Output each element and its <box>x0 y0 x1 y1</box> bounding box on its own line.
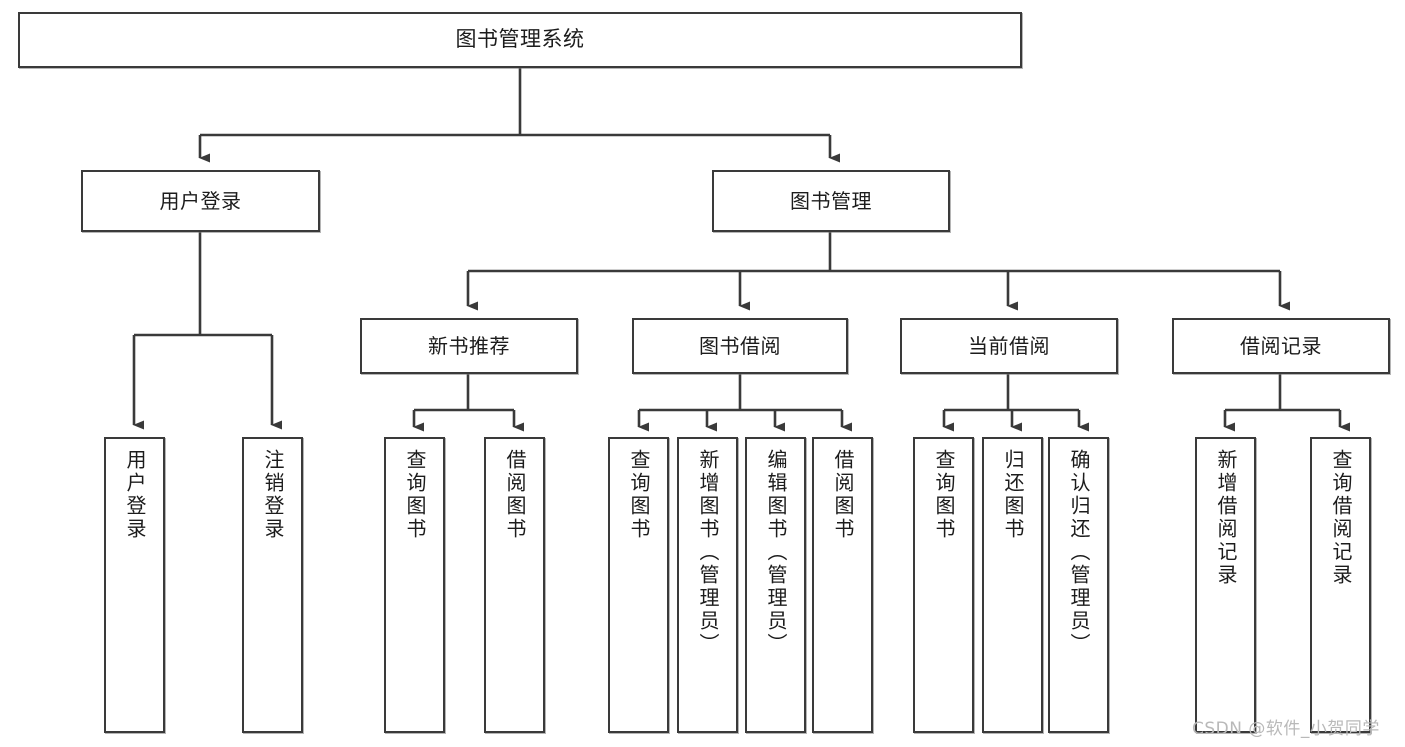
node-label: 借阅图书 <box>503 449 527 541</box>
node-label: 用户登录 <box>159 188 242 213</box>
leaf-user-login-login[interactable]: 用户登录 <box>104 437 165 733</box>
leaf-new-book-query[interactable]: 查询图书 <box>384 437 445 733</box>
node-label: 用户登录 <box>123 449 147 541</box>
leaf-user-login-logout[interactable]: 注销登录 <box>242 437 303 733</box>
node-user-login[interactable]: 用户登录 <box>81 170 320 232</box>
node-label: 新增借阅记录 <box>1214 449 1238 587</box>
node-label: 图书借阅 <box>699 333 781 358</box>
leaf-current-borrow-return[interactable]: 归还图书 <box>982 437 1043 733</box>
node-label: 借阅图书 <box>831 449 855 541</box>
leaf-book-borrow-query[interactable]: 查询图书 <box>608 437 669 733</box>
leaf-book-borrow-borrow[interactable]: 借阅图书 <box>812 437 873 733</box>
node-label: 借阅记录 <box>1240 333 1322 358</box>
node-label: 注销登录 <box>261 449 285 541</box>
node-label: 确认归还（管理员） <box>1067 449 1091 656</box>
node-book-borrow[interactable]: 图书借阅 <box>632 318 848 374</box>
node-label: 编辑图书（管理员） <box>764 449 788 656</box>
leaf-new-book-borrow[interactable]: 借阅图书 <box>484 437 545 733</box>
node-current-borrow[interactable]: 当前借阅 <box>900 318 1118 374</box>
csdn-watermark: CSDN @软件_小贺同学 <box>1192 719 1380 739</box>
node-label: 图书管理 <box>790 188 872 213</box>
node-label: 新增图书（管理员） <box>696 449 720 656</box>
leaf-current-borrow-confirm-return[interactable]: 确认归还（管理员） <box>1048 437 1109 733</box>
node-label: 图书管理系统 <box>455 27 585 52</box>
node-borrow-record[interactable]: 借阅记录 <box>1172 318 1390 374</box>
node-label: 查询图书 <box>932 449 956 541</box>
node-label: 当前借阅 <box>968 333 1050 358</box>
leaf-book-borrow-edit[interactable]: 编辑图书（管理员） <box>745 437 806 733</box>
node-label: 新书推荐 <box>428 333 510 358</box>
leaf-book-borrow-add[interactable]: 新增图书（管理员） <box>677 437 738 733</box>
node-label: 查询图书 <box>403 449 427 541</box>
node-label: 查询借阅记录 <box>1329 449 1353 587</box>
leaf-borrow-record-query[interactable]: 查询借阅记录 <box>1310 437 1371 733</box>
leaf-borrow-record-add[interactable]: 新增借阅记录 <box>1195 437 1256 733</box>
node-label: 归还图书 <box>1001 449 1025 541</box>
node-new-book-recommend[interactable]: 新书推荐 <box>360 318 578 374</box>
node-book-management[interactable]: 图书管理 <box>712 170 950 232</box>
node-label: 查询图书 <box>627 449 651 541</box>
leaf-current-borrow-query[interactable]: 查询图书 <box>913 437 974 733</box>
node-root-system[interactable]: 图书管理系统 <box>18 12 1022 68</box>
